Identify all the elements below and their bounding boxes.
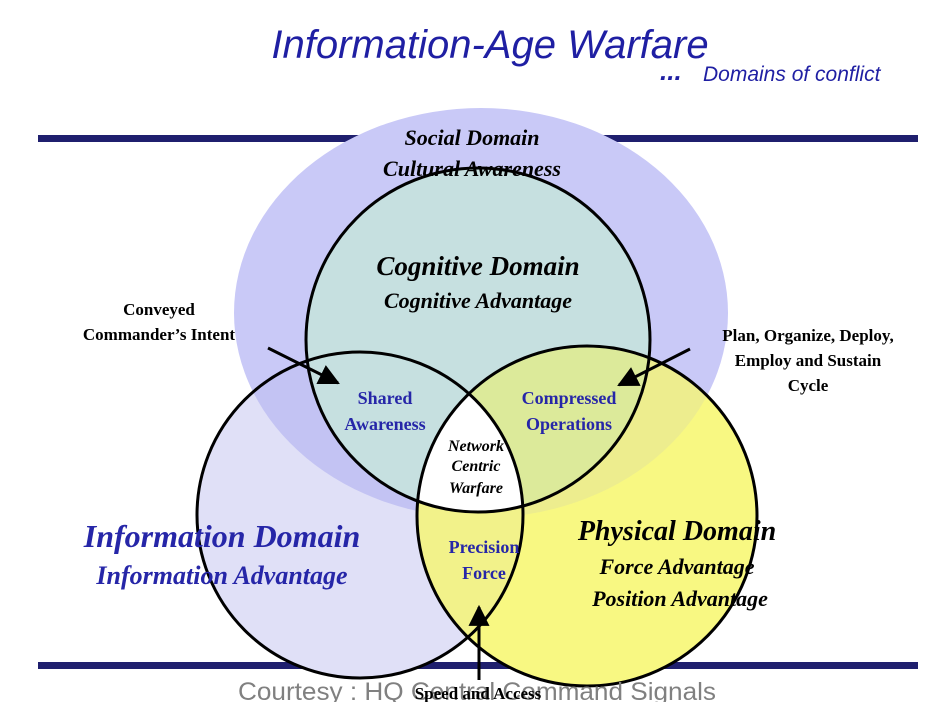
cognitive-domain-title: Cognitive Domain: [376, 251, 579, 281]
physical-domain-force: Force Advantage: [599, 554, 755, 579]
compressed-operations-line1: Compressed: [522, 388, 617, 408]
network-centric-line1: Network: [447, 438, 504, 455]
courtesy-credit: Courtesy : HQ Central Command Signals: [238, 678, 716, 702]
network-centric-line2: Centric: [452, 458, 501, 475]
cycle-annotation-line3: Cycle: [788, 376, 829, 395]
page-title: Information-Age Warfare: [271, 23, 708, 67]
information-domain-title: Information Domain: [83, 518, 361, 554]
cycle-annotation-line2: Employ and Sustain: [735, 351, 882, 370]
physical-domain-title: Physical Domain: [577, 516, 776, 547]
cycle-annotation-line1: Plan, Organize, Deploy,: [722, 326, 893, 345]
precision-force-line2: Force: [462, 563, 506, 583]
social-domain-advantage: Cultural Awareness: [383, 156, 561, 181]
compressed-operations-line2: Operations: [526, 414, 612, 434]
network-centric-line3: Warfare: [449, 480, 503, 497]
physical-domain-position: Position Advantage: [591, 586, 768, 611]
intent-annotation-line2: Commander’s Intent: [83, 325, 236, 344]
subtitle-dots: ...: [660, 56, 682, 86]
cognitive-domain-advantage: Cognitive Advantage: [384, 288, 572, 313]
shared-awareness-line2: Awareness: [344, 414, 425, 434]
subtitle: Domains of conflict: [703, 63, 882, 86]
intent-arrow-icon: [267, 346, 340, 385]
social-domain-title: Social Domain: [404, 125, 539, 150]
intent-annotation-line1: Conveyed: [123, 300, 195, 319]
speed-access-annotation: Speed and Access: [415, 684, 542, 702]
information-domain-advantage: Information Advantage: [95, 561, 347, 590]
cycle-arrow-icon: [617, 347, 691, 387]
precision-force-line1: Precision: [449, 537, 520, 557]
shared-awareness-line1: Shared: [358, 388, 413, 408]
